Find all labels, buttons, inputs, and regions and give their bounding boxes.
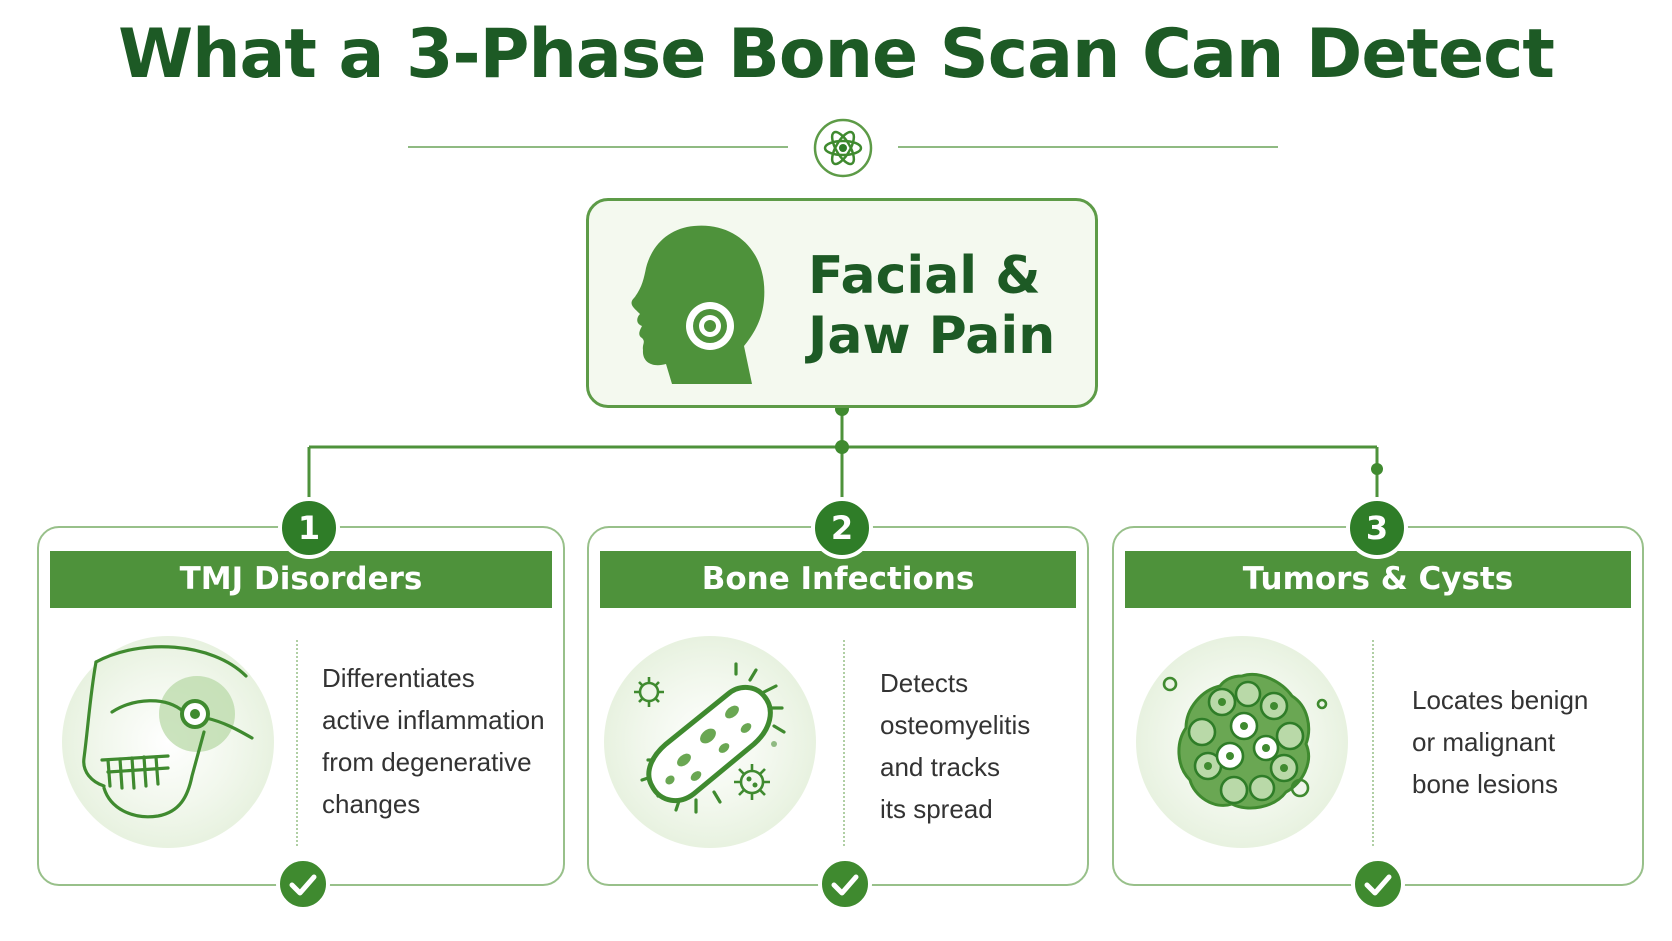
top-node-title-line2: Jaw Pain [808, 306, 1056, 366]
card-text-line: active inflammation [322, 705, 545, 735]
card-text-infections: Detects osteomyelitis and tracks its spr… [880, 662, 1030, 830]
jaw-joint-icon [82, 645, 254, 819]
card-text-tmj: Differentiates active inflammation from … [322, 657, 545, 825]
checkmark-icon [831, 874, 859, 896]
atom-icon [813, 118, 873, 178]
step-badge-2: 2 [811, 497, 873, 559]
card-header-tumors: Tumors & Cysts [1125, 551, 1631, 608]
step-badge-1: 1 [278, 497, 340, 559]
card-text-line: bone lesions [1412, 769, 1558, 799]
card-text-line: osteomyelitis [880, 710, 1031, 740]
card-divider-2 [843, 640, 845, 846]
checkmark-icon [289, 874, 317, 896]
checkmark-icon [1364, 874, 1392, 896]
top-node-title: Facial & Jaw Pain [808, 246, 1098, 366]
card-text-tumors: Locates benign or malignant bone lesions [1412, 679, 1588, 805]
card-divider-1 [296, 640, 298, 846]
card-header-tmj: TMJ Disorders [50, 551, 552, 608]
card-text-line: changes [322, 789, 421, 819]
card-header-infections: Bone Infections [600, 551, 1076, 608]
card-text-line: and tracks [880, 752, 1000, 782]
bacteria-icon [634, 662, 786, 814]
check-badge-1 [276, 857, 330, 911]
title-rule-left [408, 146, 788, 148]
head-target-icon [631, 225, 765, 384]
step-badge-3: 3 [1346, 497, 1408, 559]
card-text-line: Differentiates [322, 663, 475, 693]
card-text-line: Locates benign [1412, 685, 1589, 715]
check-badge-3 [1351, 857, 1405, 911]
top-node-title-line1: Facial & [808, 246, 1041, 306]
card-text-line: or malignant [1412, 727, 1556, 757]
card-divider-3 [1372, 640, 1374, 846]
page-title: What a 3-Phase Bone Scan Can Detect [118, 15, 1555, 94]
title-rule-right [898, 146, 1278, 148]
check-badge-2 [818, 857, 872, 911]
card-text-line: Detects [880, 668, 969, 698]
card-text-line: from degenerative [322, 747, 532, 777]
cell-cluster-icon [1162, 673, 1328, 810]
card-text-line: its spread [880, 794, 993, 824]
